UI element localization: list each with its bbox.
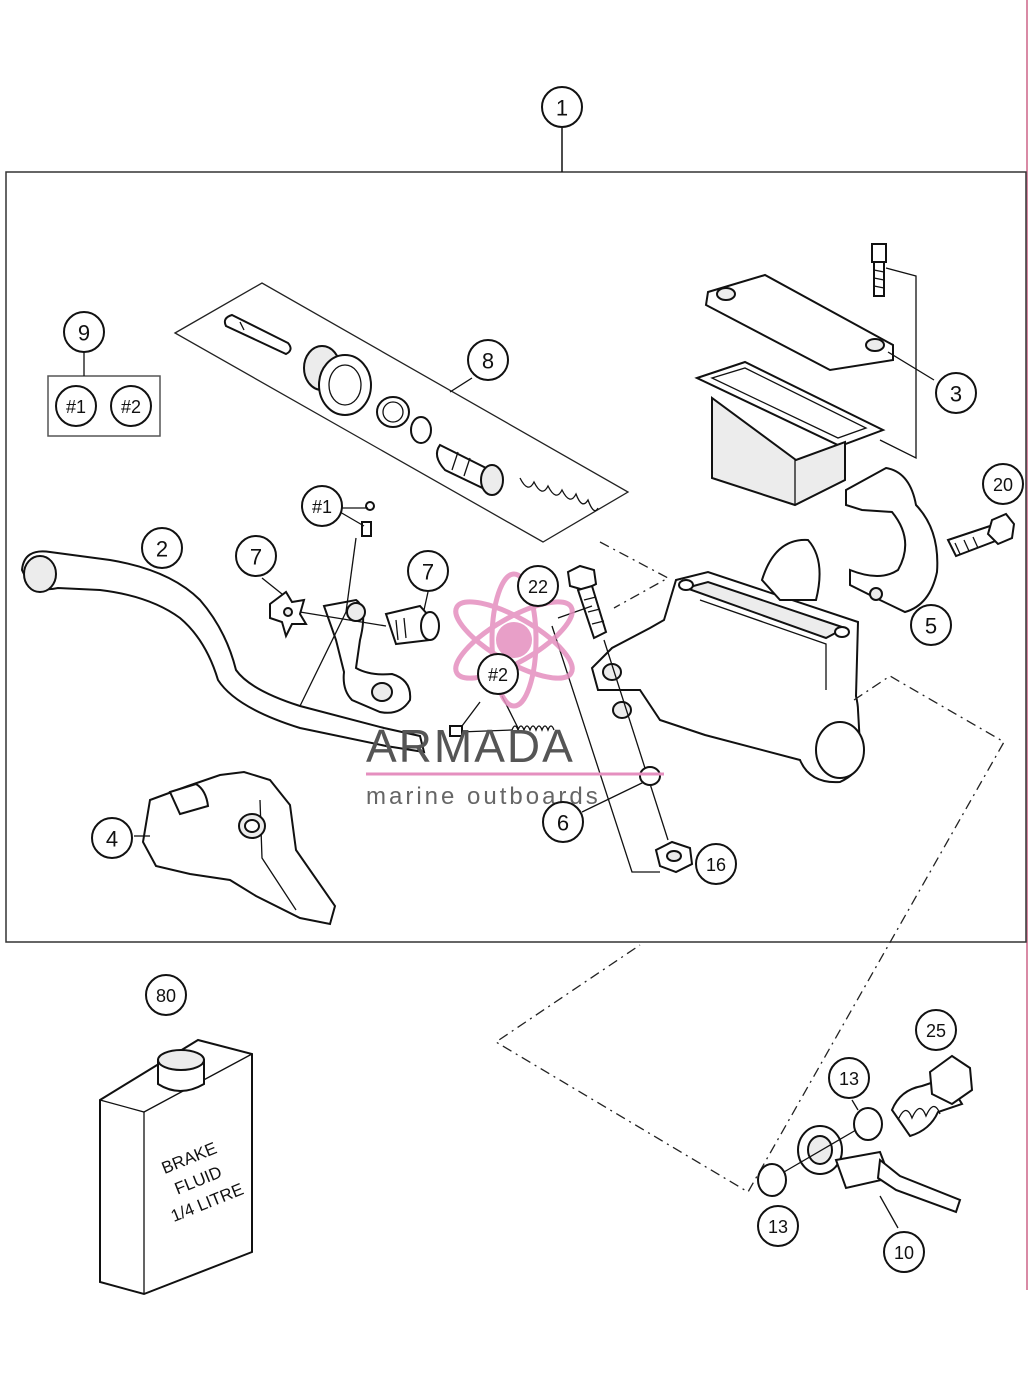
callout-hash2-part: #2 [477,653,519,695]
lever-spring-part [449,725,555,737]
adjuster-knob-part [269,590,308,639]
callout-4: 4 [91,817,133,859]
svg-text:9: 9 [78,321,90,346]
svg-text:6: 6 [557,811,569,836]
svg-text:7: 7 [422,560,434,585]
svg-text:10: 10 [894,1243,914,1263]
adjuster-sleeve-part [384,604,440,646]
banjo-bolt-part [890,1054,974,1138]
callout-hash1-kit: #1 [55,385,97,427]
pivot-nut-part [654,840,694,874]
callout-80: 80 [145,974,187,1016]
kit-outline-8 [173,282,630,543]
svg-text:20: 20 [993,475,1013,495]
svg-text:4: 4 [106,827,118,852]
svg-text:25: 25 [926,1021,946,1041]
brake-fluid-can-part: BRAKE FLUID 1/4 LITRE [99,1038,253,1296]
callout-9: 9 [63,311,105,353]
callout-20: 20 [982,463,1024,505]
bushing-part [639,766,661,786]
banjo-fitting-part [797,1125,962,1214]
leader-3 [879,267,917,460]
svg-text:5: 5 [925,614,937,639]
callout-13a: 13 [828,1057,870,1099]
lever-guard-part [141,770,337,926]
callout-10: 10 [883,1231,925,1273]
svg-text:22: 22 [528,577,548,597]
callout-3: 3 [935,372,977,414]
callout-8: 8 [467,339,509,381]
sealing-washer-upper-part [853,1107,883,1141]
dust-boot-part [303,345,372,416]
svg-text:#2: #2 [488,665,508,685]
callout-hash1-part: #1 [301,485,343,527]
leader-22-6-16 [551,625,660,873]
piston-part [435,443,504,496]
reservoir-cover-part [704,273,894,372]
callout-5: 5 [910,604,952,646]
svg-text:3: 3 [950,382,962,407]
callout-7a: 7 [235,535,277,577]
sealing-washer-lower-part [757,1163,787,1197]
svg-text:#2: #2 [121,397,141,417]
pivot-bolt-part [566,564,608,640]
svg-text:8: 8 [482,349,494,374]
callout-13b: 13 [757,1205,799,1247]
svg-text:#1: #1 [312,497,332,517]
washer-part [410,416,432,444]
svg-text:13: 13 [839,1069,859,1089]
leader-8 [449,377,473,393]
svg-text:1: 1 [556,96,568,121]
svg-text:16: 16 [706,855,726,875]
reservoir-diaphragm-part [694,360,886,507]
pushrod-part [223,313,292,356]
handlebar-clamp-part [845,466,939,614]
kit-box-9 [47,375,161,437]
watermark-logo [453,571,575,709]
callout-1: 1 [541,86,583,128]
callout-22: 22 [517,565,559,607]
adjuster-ball-part [361,501,375,537]
return-spring-part [519,477,599,512]
svg-text:#1: #1 [66,397,86,417]
callout-hash2-kit: #2 [110,385,152,427]
cover-screw-part [871,243,887,297]
circlip-part [376,396,410,428]
brake-lever-part [20,550,426,754]
svg-text:7: 7 [250,545,262,570]
svg-text:13: 13 [768,1217,788,1237]
callout-2: 2 [141,527,183,569]
assembly-frame [5,171,1027,943]
hose-bolt-dash-outline [494,675,1005,1193]
callout-6: 6 [542,801,584,843]
callout-16: 16 [695,843,737,885]
clamp-bolt-part [946,512,1016,558]
callout-7b: 7 [407,550,449,592]
svg-text:80: 80 [156,986,176,1006]
callout-25: 25 [915,1009,957,1051]
svg-text:2: 2 [156,537,168,562]
watermark-brand: ARMADA [366,720,575,772]
master-cylinder-body-part [590,538,865,784]
